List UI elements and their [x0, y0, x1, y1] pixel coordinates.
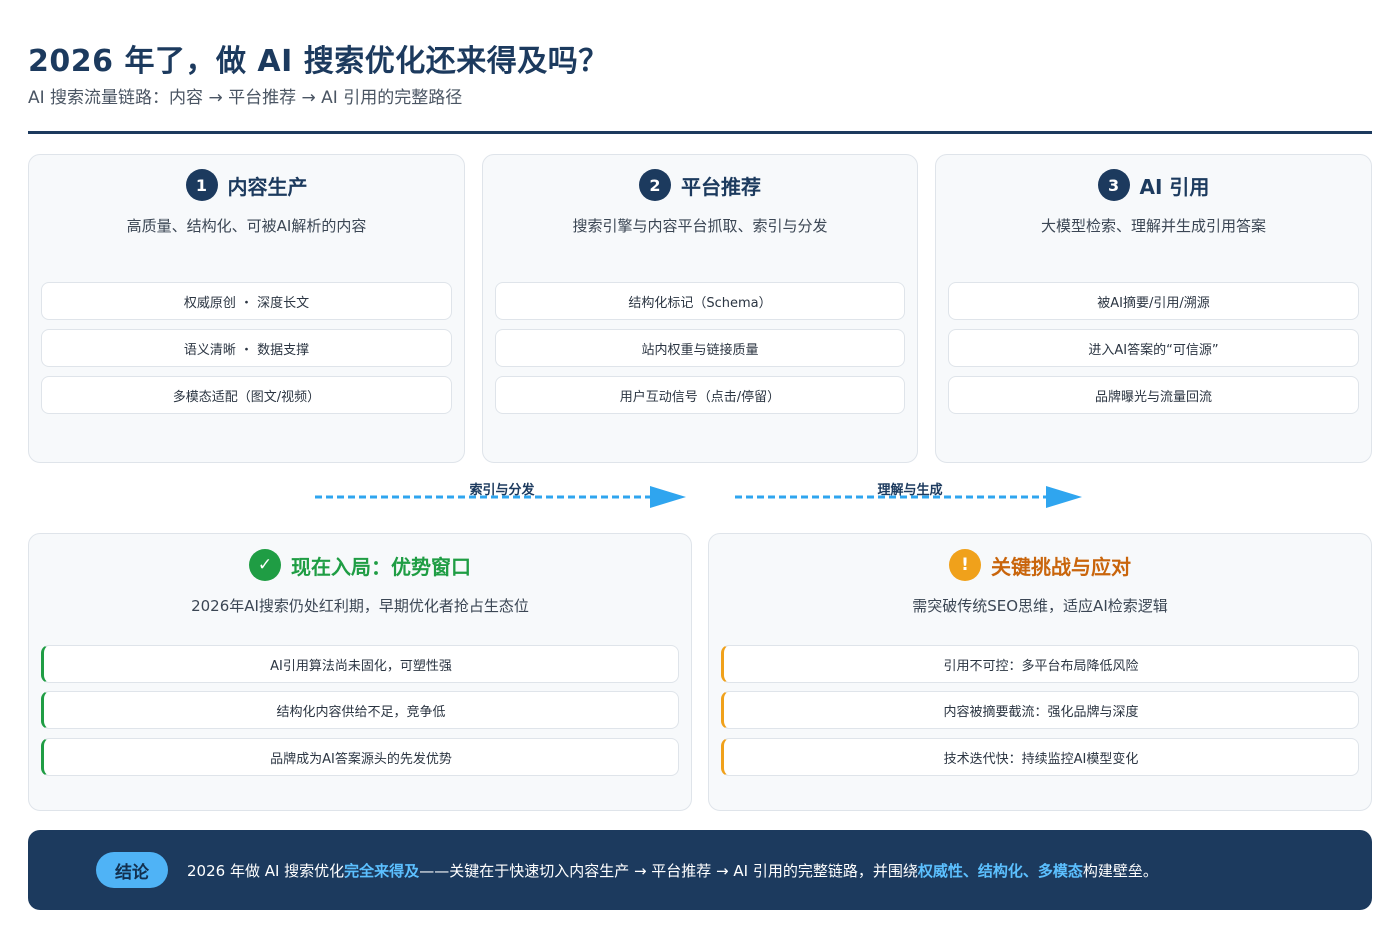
opportunity-title: 现在入局：优势窗口	[291, 554, 471, 579]
step-title: 内容生产	[227, 174, 308, 199]
step-description: 大模型检索、理解并生成引用答案	[1040, 217, 1266, 235]
conclusion-text-part: ——关键在于快速切入内容生产 → 平台推荐 → AI 引用的完整链路，并围绕	[419, 861, 918, 880]
step-number-badge: 1	[185, 169, 218, 201]
conclusion-banner: 结论 2026 年做 AI 搜索优化完全来得及——关键在于快速切入内容生产 → …	[28, 830, 1372, 910]
step-item: 被AI摘要/引用/溯源	[948, 282, 1359, 320]
step-description: 搜索引擎与内容平台抓取、索引与分发	[572, 217, 828, 235]
conclusion-text-part: 构建壁垒。	[1082, 861, 1158, 880]
flow-arrow-generate	[735, 486, 1082, 508]
step-description: 高质量、结构化、可被AI解析的内容	[126, 217, 367, 235]
opportunity-description: 2026年AI搜索仍处红利期，早期优化者抢占生态位	[191, 597, 529, 615]
step-card-ai-citation: 3 AI 引用 大模型检索、理解并生成引用答案 被AI摘要/引用/溯源 进入AI…	[935, 154, 1372, 463]
step-card-platform-recommendation: 2 平台推荐 搜索引擎与内容平台抓取、索引与分发 结构化标记（Schema） 站…	[482, 154, 918, 463]
step-item: 结构化标记（Schema）	[495, 282, 905, 320]
challenge-item: 内容被摘要截流：强化品牌与深度	[721, 691, 1359, 729]
challenge-title: 关键挑战与应对	[991, 554, 1131, 579]
flow-arrow-index	[315, 486, 686, 508]
opportunity-card: ✓ 现在入局：优势窗口 2026年AI搜索仍处红利期，早期优化者抢占生态位 AI…	[28, 533, 692, 811]
challenge-item: 技术迭代快：持续监控AI模型变化	[721, 738, 1359, 776]
step-item: 品牌曝光与流量回流	[948, 376, 1359, 414]
warning-icon: !	[949, 549, 981, 581]
conclusion-badge: 结论	[96, 852, 168, 888]
step-number-badge: 3	[1097, 169, 1130, 201]
step-item: 多模态适配（图文/视频）	[41, 376, 452, 414]
step-number-badge: 2	[639, 169, 671, 201]
opportunity-item: 品牌成为AI答案源头的先发优势	[41, 738, 679, 776]
conclusion-text-part: 2026 年做 AI 搜索优化	[187, 861, 345, 880]
page-subtitle: AI 搜索流量链路：内容 → 平台推荐 → AI 引用的完整路径	[28, 88, 463, 108]
conclusion-highlight: 权威性、结构化、多模态	[917, 861, 1083, 880]
opportunity-item: 结构化内容供给不足，竞争低	[41, 691, 679, 729]
step-item: 进入AI答案的“可信源”	[948, 329, 1359, 367]
check-icon: ✓	[249, 549, 281, 581]
flow-arrow-label: 理解与生成	[877, 483, 943, 498]
step-title: AI 引用	[1139, 174, 1210, 199]
challenge-item: 引用不可控：多平台布局降低风险	[721, 645, 1359, 683]
conclusion-highlight: 完全来得及	[344, 861, 420, 880]
step-item: 用户互动信号（点击/停留）	[495, 376, 905, 414]
conclusion-text: 2026 年做 AI 搜索优化完全来得及——关键在于快速切入内容生产 → 平台推…	[187, 860, 1158, 881]
opportunity-item: AI引用算法尚未固化，可塑性强	[41, 645, 679, 683]
step-item: 权威原创 ・ 深度长文	[41, 282, 452, 320]
step-card-content-production: 1 内容生产 高质量、结构化、可被AI解析的内容 权威原创 ・ 深度长文 语义清…	[28, 154, 465, 463]
title-divider	[28, 131, 1372, 134]
challenge-card: ! 关键挑战与应对 需突破传统SEO思维，适应AI检索逻辑 引用不可控：多平台布…	[708, 533, 1372, 811]
challenge-description: 需突破传统SEO思维，适应AI检索逻辑	[912, 597, 1168, 615]
step-title: 平台推荐	[681, 174, 761, 199]
step-item: 语义清晰 ・ 数据支撑	[41, 329, 452, 367]
page-title: 2026 年了，做 AI 搜索优化还来得及吗？	[28, 44, 609, 79]
flow-arrow-label: 索引与分发	[469, 483, 535, 498]
step-item: 站内权重与链接质量	[495, 329, 905, 367]
